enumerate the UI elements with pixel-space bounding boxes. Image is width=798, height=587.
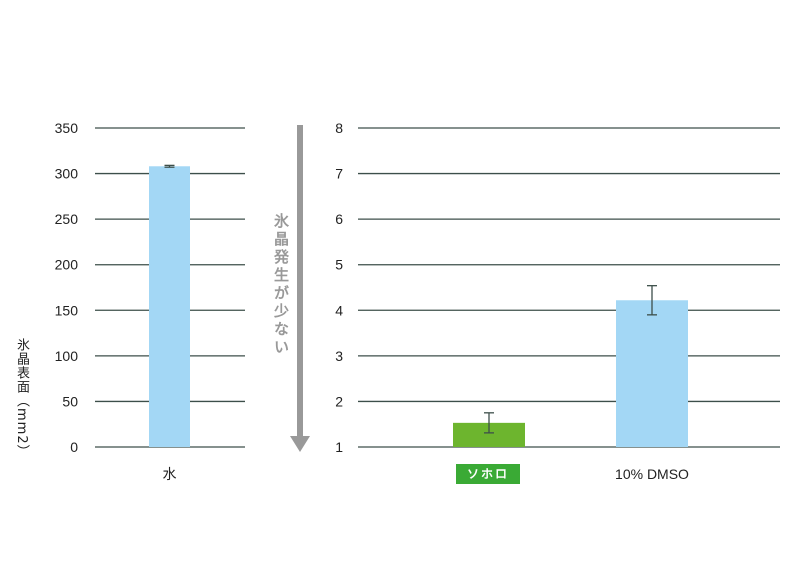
y-tick-label: 250	[55, 211, 79, 227]
y-tick-label: 3	[335, 348, 343, 364]
y-tick-label: 100	[55, 348, 79, 364]
y-tick-label: 0	[70, 439, 78, 455]
y-tick-label: 50	[62, 393, 78, 409]
bar	[149, 166, 190, 447]
y-tick-label: 150	[55, 302, 79, 318]
y-tick-label: 350	[55, 120, 79, 136]
y-tick-label: 300	[55, 166, 79, 182]
y-tick-label: 8	[335, 120, 343, 136]
bar	[616, 300, 688, 447]
y-tick-label: 2	[335, 393, 343, 409]
y-tick-label: 200	[55, 257, 79, 273]
y-tick-label: 1	[335, 439, 343, 455]
y-axis-label: 氷晶表面（mm2）	[14, 338, 29, 459]
y-tick-label: 4	[335, 302, 343, 318]
x-tick-label-sohoro: ソホロ	[456, 464, 520, 484]
x-tick-label: 10% DMSO	[615, 466, 689, 482]
arrow-annotation: 氷晶発生が少ない	[272, 213, 290, 357]
y-tick-label: 6	[335, 211, 343, 227]
y-tick-label: 5	[335, 257, 343, 273]
x-tick-label: 水	[163, 466, 177, 482]
y-tick-label: 7	[335, 166, 343, 182]
arrow-down-icon	[290, 125, 310, 452]
